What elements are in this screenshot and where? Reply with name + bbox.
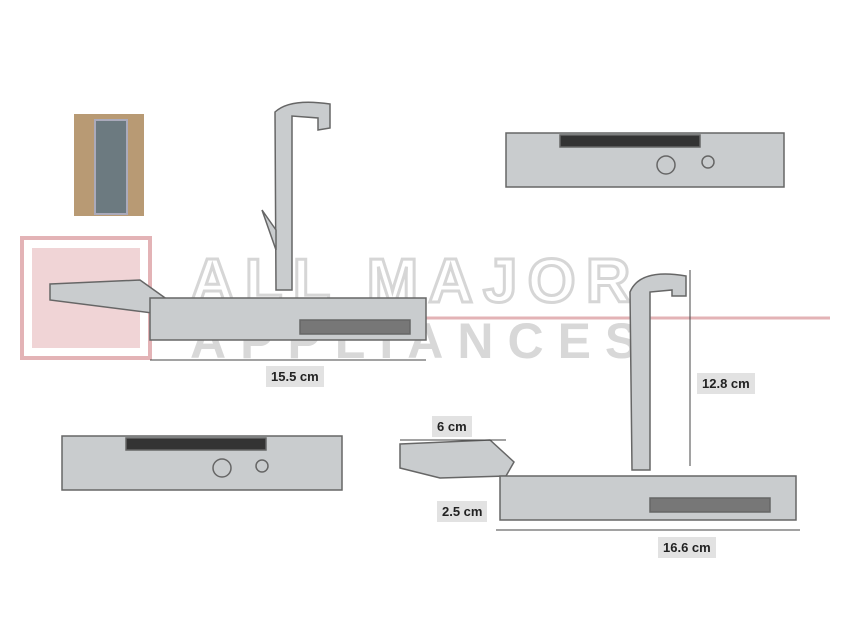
hinge-closed-with-arm <box>49 101 427 341</box>
hinge-thumbnail-photo <box>74 114 144 216</box>
dimension-label-12-8: 12.8 cm <box>697 373 755 394</box>
hinge-open-with-arm <box>399 273 797 521</box>
dimension-label-2-5: 2.5 cm <box>437 501 488 522</box>
hinge-side-view-bottom <box>61 435 343 491</box>
hinge-side-view-top <box>505 132 785 188</box>
dimension-lines <box>150 270 800 531</box>
dimension-label-6: 6 cm <box>432 416 472 437</box>
dimension-label-16-6: 16.6 cm <box>658 537 716 558</box>
dimension-label-15-5: 15.5 cm <box>266 366 324 387</box>
